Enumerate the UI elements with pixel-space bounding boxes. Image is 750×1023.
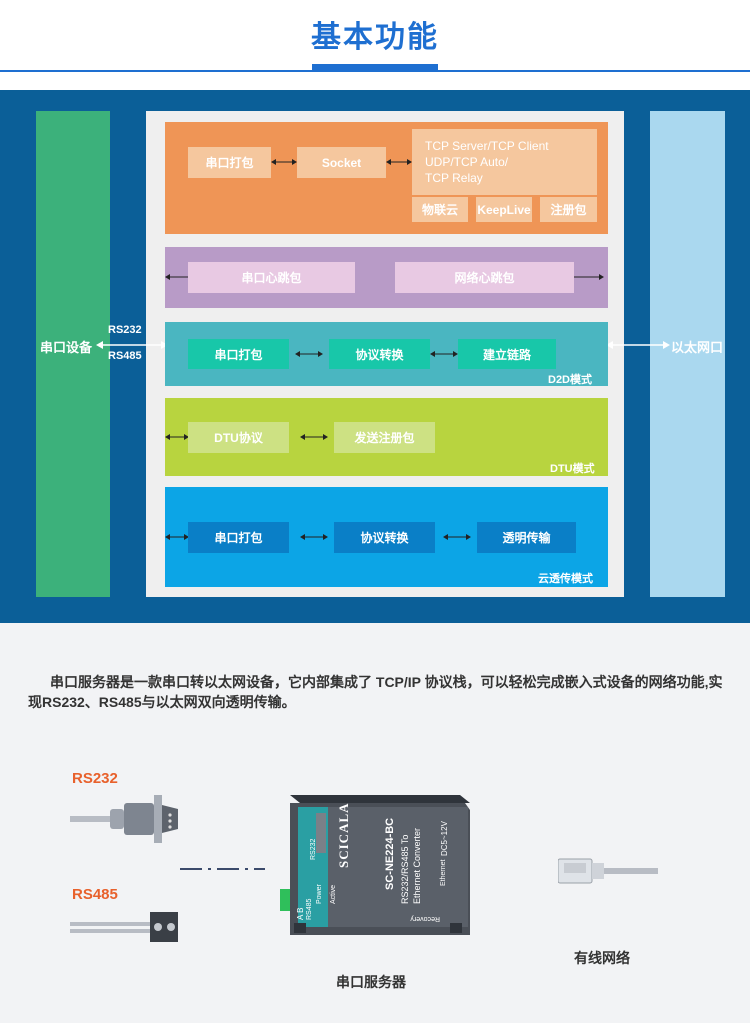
- device-model: SC-NE224-BC: [384, 817, 396, 890]
- cloud-chip: 物联云: [412, 197, 468, 222]
- device-power-label: DC5~12V: [440, 821, 449, 856]
- double-arrow-icon: [443, 534, 471, 540]
- keeplive-chip: KeepLive: [476, 197, 532, 222]
- serial-pack-box: 串口打包: [188, 339, 289, 369]
- protocol-convert-box: 协议转换: [329, 339, 430, 369]
- serial-heartbeat-box: 串口心跳包: [188, 262, 355, 293]
- d2d-mode-label: D2D模式: [548, 374, 593, 386]
- device-desc-line1: RS232/RS485 To: [400, 834, 410, 904]
- serial-pack-box: 串口打包: [188, 522, 289, 553]
- left-arrow-icon: [165, 274, 189, 280]
- socket-modes-box: TCP Server/TCP Client UDP/TCP Auto/ TCP …: [412, 129, 597, 195]
- socket-box: Socket: [297, 147, 386, 178]
- socket-mode-line: UDP/TCP Auto/: [425, 155, 509, 169]
- rs485-caption: RS485: [72, 886, 118, 903]
- device-ab-label: A B: [296, 907, 305, 920]
- header-divider: [0, 70, 750, 72]
- description-text: 串口服务器是一款串口转以太网设备，它内部集成了 TCP/IP 协议栈，可以轻松完…: [28, 674, 723, 710]
- double-arrow-icon: [165, 434, 189, 440]
- serial-device-label: 串口设备: [40, 340, 93, 355]
- device-caption: 串口服务器: [336, 974, 406, 990]
- transparent-transfer-box: 透明传输: [477, 522, 576, 553]
- serial-arrow: [96, 341, 168, 349]
- dtu-protocol-box: DTU协议: [188, 422, 289, 453]
- serial-server-device: [280, 795, 470, 935]
- establish-link-box: 建立链路: [458, 339, 556, 369]
- double-arrow-icon: [386, 159, 412, 165]
- ethernet-cable-icon: [558, 858, 658, 884]
- title-underline: [312, 64, 438, 70]
- device-brand: SCICALA: [336, 802, 351, 868]
- rs232-label: RS232: [108, 324, 142, 336]
- rs232-caption: RS232: [72, 770, 118, 787]
- ethernet-column: [650, 111, 725, 597]
- db9-connector-icon: [70, 795, 178, 843]
- socket-mode-line: TCP Server/TCP Client: [425, 139, 549, 153]
- device-rs485-label: RS485: [306, 898, 313, 920]
- network-caption: 有线网络: [574, 950, 630, 966]
- ethernet-label: 以太网口: [671, 340, 724, 355]
- network-heartbeat-box: 网络心跳包: [395, 262, 574, 293]
- register-chip: 注册包: [540, 197, 597, 222]
- device-desc-line2: Ethernet Converter: [412, 827, 422, 904]
- serial-device-column: [36, 111, 110, 597]
- page-title: 基本功能: [311, 21, 439, 54]
- serial-pack-box: 串口打包: [188, 147, 271, 178]
- device-rs232-port: RS232: [310, 838, 317, 860]
- double-arrow-icon: [430, 351, 458, 357]
- device-ethernet-port: Ethernet: [440, 859, 447, 886]
- connection-line: [180, 868, 265, 870]
- rs485-label: RS485: [108, 350, 142, 362]
- cloud-mode-label: 云透传模式: [538, 573, 593, 585]
- right-arrow-icon: [574, 274, 604, 280]
- device-power-led: Power: [316, 884, 323, 904]
- double-arrow-icon: [165, 534, 189, 540]
- ethernet-arrow: [606, 341, 670, 349]
- device-recovery: Recovery: [410, 915, 440, 922]
- double-arrow-icon: [295, 351, 323, 357]
- double-arrow-icon: [271, 159, 297, 165]
- protocol-convert-box: 协议转换: [334, 522, 435, 553]
- device-active-led: Active: [330, 884, 337, 904]
- socket-mode-line: TCP Relay: [425, 171, 483, 185]
- terminal-block-icon: [70, 912, 178, 942]
- send-register-box: 发送注册包: [334, 422, 435, 453]
- double-arrow-icon: [300, 534, 328, 540]
- dtu-mode-label: DTU模式: [550, 463, 595, 475]
- double-arrow-icon: [300, 434, 328, 440]
